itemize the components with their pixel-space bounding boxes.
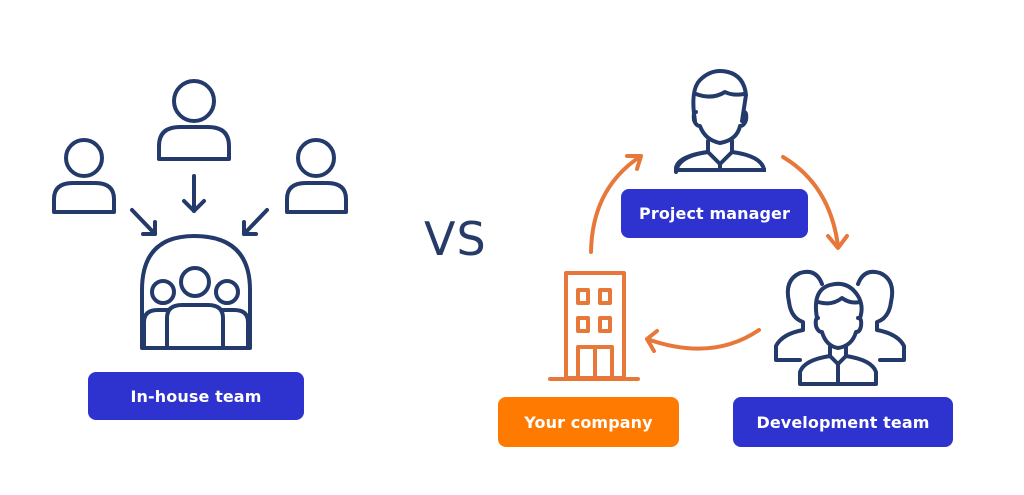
person-icon-top bbox=[157, 79, 231, 161]
arrow-pm-to-dev-icon bbox=[781, 155, 849, 250]
arrow-down-icon bbox=[182, 174, 206, 213]
person-icon-left bbox=[52, 138, 116, 214]
arrow-company-to-pm-icon bbox=[589, 154, 643, 254]
development-team-label: Development team bbox=[733, 397, 953, 447]
vs-text: VS bbox=[424, 212, 487, 266]
your-company-label: Your company bbox=[498, 397, 679, 447]
project-manager-label: Project manager bbox=[621, 189, 808, 238]
building-icon bbox=[548, 271, 640, 381]
arrow-down-right-icon bbox=[130, 208, 157, 236]
in-house-diagram bbox=[52, 79, 348, 350]
manager-icon bbox=[674, 69, 766, 174]
team-dome-icon bbox=[140, 234, 252, 350]
person-icon-right bbox=[285, 138, 348, 214]
in-house-team-label: In-house team bbox=[88, 372, 304, 420]
arrow-dev-to-company-icon bbox=[645, 328, 761, 353]
arrow-down-left-icon bbox=[242, 208, 269, 236]
team-icon bbox=[774, 269, 906, 386]
